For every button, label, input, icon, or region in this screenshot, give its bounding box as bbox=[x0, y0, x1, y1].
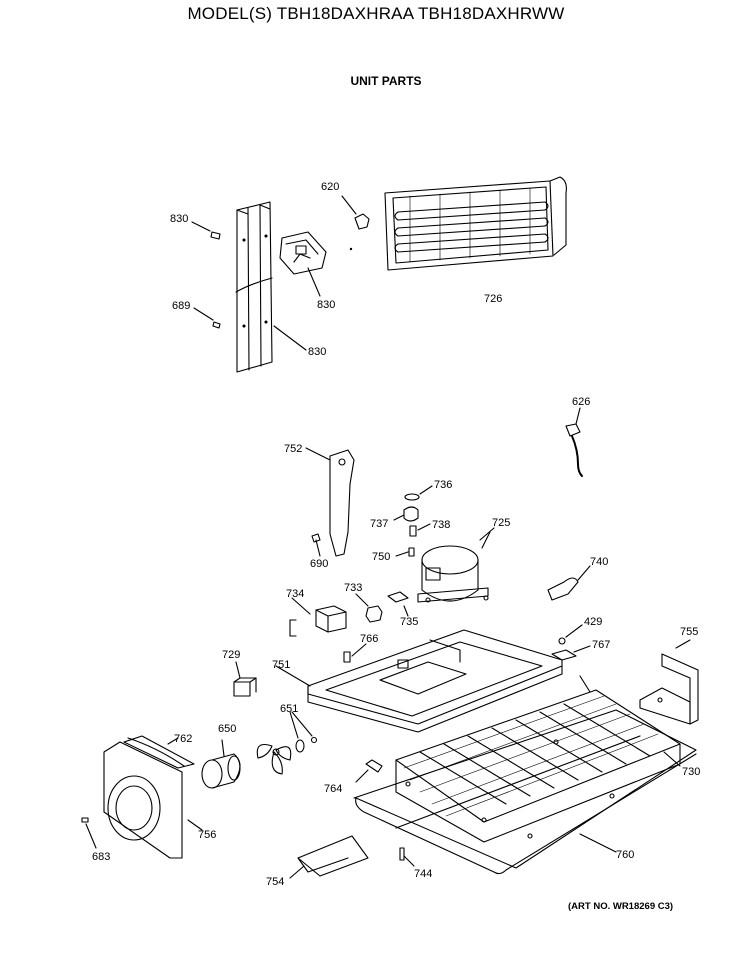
condenser-coil-726 bbox=[384, 176, 567, 271]
callout-740: 740 bbox=[590, 556, 608, 568]
callout-830-relay: 830 bbox=[317, 299, 335, 311]
callout-650: 650 bbox=[218, 723, 236, 735]
condenser-730 bbox=[395, 675, 681, 843]
grommet-736 bbox=[404, 493, 420, 501]
channel-830 bbox=[235, 201, 273, 373]
clip-740 bbox=[547, 577, 579, 601]
callout-429: 429 bbox=[584, 616, 602, 628]
drain-pan-754 bbox=[289, 835, 369, 879]
callout-690: 690 bbox=[310, 558, 328, 570]
screw-690 bbox=[311, 533, 321, 543]
callout-683: 683 bbox=[92, 851, 110, 863]
screw-689 bbox=[212, 321, 221, 329]
clip-766 bbox=[343, 651, 351, 663]
compressor-725 bbox=[417, 527, 495, 603]
callout-737: 737 bbox=[370, 518, 388, 530]
callout-651: 651 bbox=[280, 703, 298, 715]
callout-726: 726 bbox=[484, 293, 502, 305]
callout-626: 626 bbox=[572, 396, 590, 408]
screw-830 bbox=[210, 231, 221, 240]
relay-bracket-830 bbox=[279, 231, 327, 297]
grommet-737 bbox=[403, 506, 419, 522]
bracket-755 bbox=[639, 639, 699, 725]
callout-689: 689 bbox=[172, 300, 190, 312]
callout-766: 766 bbox=[360, 633, 378, 645]
fan-motor-650 bbox=[201, 739, 241, 789]
power-cord-626 bbox=[565, 407, 583, 477]
callout-725: 725 bbox=[492, 517, 510, 529]
callout-755: 755 bbox=[680, 626, 698, 638]
capacitor-733 bbox=[365, 605, 383, 623]
callout-729: 729 bbox=[222, 649, 240, 661]
callout-750: 750 bbox=[372, 551, 390, 563]
screw-683 bbox=[81, 817, 89, 823]
art-number: (ART NO. WR18269 C3) bbox=[568, 901, 674, 912]
callout-736: 736 bbox=[434, 479, 452, 491]
callout-730: 730 bbox=[682, 766, 700, 778]
callout-751: 751 bbox=[272, 659, 290, 671]
callout-762: 762 bbox=[174, 733, 192, 745]
callout-760: 760 bbox=[616, 849, 634, 861]
callout-756: 756 bbox=[198, 829, 216, 841]
base-tray-751 bbox=[275, 629, 563, 733]
callout-752: 752 bbox=[284, 443, 302, 455]
clip-620 bbox=[341, 195, 370, 230]
callout-744: 744 bbox=[414, 868, 432, 880]
callout-738: 738 bbox=[432, 519, 450, 531]
connector-729 bbox=[233, 661, 257, 697]
clip-744 bbox=[399, 847, 405, 861]
callout-labels: 620 830 830 830 689 726 626 752 736 737 … bbox=[92, 181, 700, 888]
cover-735 bbox=[387, 591, 409, 603]
fan-shroud-756 bbox=[103, 735, 203, 859]
page-title: MODEL(S) TBH18DAXHRAA TBH18DAXHRWW bbox=[187, 4, 565, 23]
callout-620: 620 bbox=[321, 181, 339, 193]
clip-764 bbox=[355, 759, 383, 783]
callout-764: 764 bbox=[324, 783, 342, 795]
clip-767 bbox=[551, 649, 577, 661]
stud-750 bbox=[408, 547, 415, 557]
callout-734: 734 bbox=[286, 588, 304, 600]
bracket-752 bbox=[305, 447, 355, 557]
callout-830-channel: 830 bbox=[308, 346, 326, 358]
overload-734 bbox=[289, 597, 347, 637]
callout-735: 735 bbox=[400, 616, 418, 628]
sleeve-738 bbox=[409, 525, 417, 537]
callout-767: 767 bbox=[592, 639, 610, 651]
section-title: UNIT PARTS bbox=[350, 74, 422, 88]
callout-733: 733 bbox=[344, 582, 362, 594]
callout-830-screw: 830 bbox=[170, 213, 188, 225]
fan-blade-651 bbox=[256, 711, 318, 775]
callout-754: 754 bbox=[266, 876, 284, 888]
screw-429 bbox=[558, 637, 566, 645]
base-plate-760 bbox=[353, 709, 697, 875]
